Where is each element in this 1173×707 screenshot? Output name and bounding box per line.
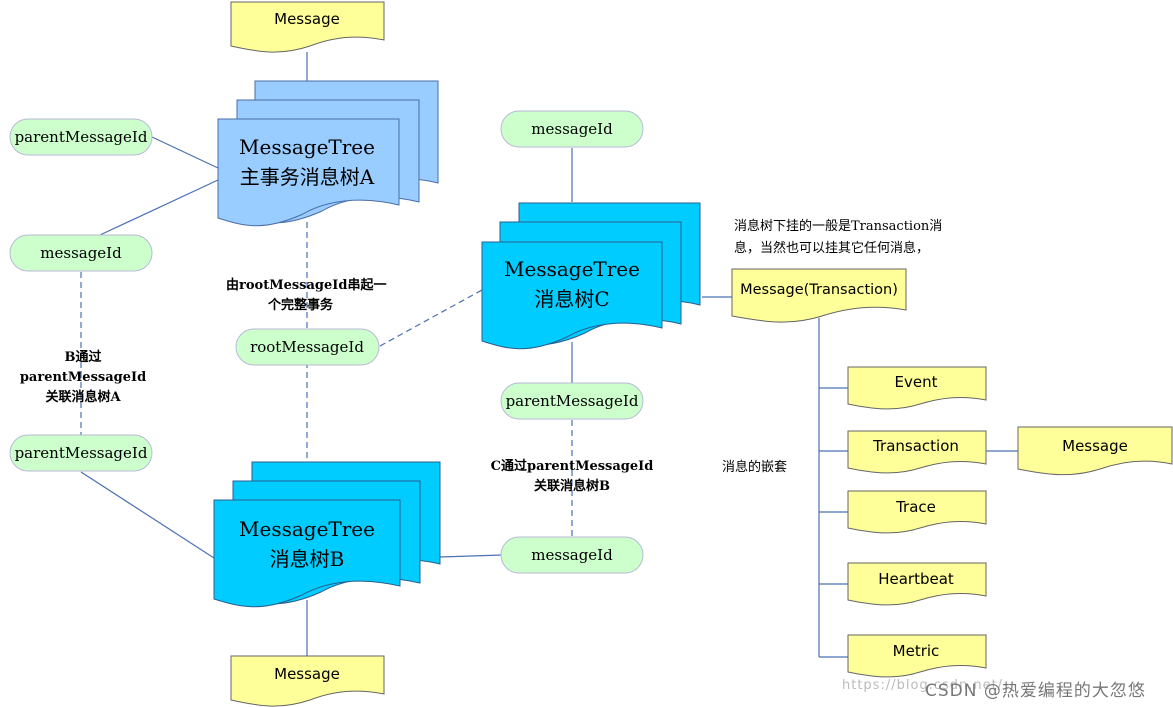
note-b-link-line2: 关联消息树A: [45, 390, 121, 405]
note-root-link: 由rootMessageId串起一 个完整事务: [226, 276, 386, 316]
nested-message-label: Message: [1062, 437, 1128, 455]
tree-a-title: MessageTree: [239, 135, 375, 159]
pill-b-message-id-label: messageId: [531, 546, 613, 564]
doc-event: Event: [847, 366, 987, 410]
note-b-link: B通过parentMessageId 关联消息树A: [2, 348, 164, 408]
note-c-link-line1: C通过parentMessageId: [490, 459, 654, 474]
pill-b-message-id: messageId: [500, 536, 644, 574]
link-parentid-to-tree-b: [80, 471, 215, 559]
pill-a-parent-id-label: parentMessageId: [15, 128, 148, 146]
note-tree-children: 消息树下挂的一般是Transaction消 息，当然也可以挂其它任何消息，: [734, 216, 942, 260]
metric-label: Metric: [893, 642, 940, 660]
pill-root-message-id-shape: [235, 328, 380, 366]
pill-a-message-id-shape: [9, 234, 153, 272]
note-root-link-line2: 个完整事务: [268, 298, 334, 313]
note-tree-children-line1: 消息树下挂的一般是Transaction消: [734, 219, 943, 234]
tree-c-page-front: [481, 241, 663, 350]
tree-b-subtitle: 消息树B: [270, 547, 345, 571]
doc-nested-message: Message: [1017, 426, 1173, 476]
pill-c-message-id-label: messageId: [531, 120, 613, 138]
event-label: Event: [895, 373, 938, 391]
tree-c-subtitle: 消息树C: [534, 287, 609, 311]
doc-bottom-message: Message: [230, 655, 385, 707]
pill-c-message-id-shape: [500, 110, 644, 148]
transaction-shape: [847, 430, 987, 474]
pill-root-message-id: rootMessageId: [235, 328, 380, 366]
pill-a-parent-id: parentMessageId: [9, 118, 153, 156]
pill-b-message-id-shape: [500, 536, 644, 574]
pill-root-message-id-label: rootMessageId: [250, 338, 364, 356]
pill-b-parent-id-label: parentMessageId: [15, 444, 148, 462]
doc-heartbeat: Heartbeat: [847, 562, 987, 606]
event-shape: [847, 366, 987, 410]
root-transaction-shape: [731, 268, 907, 323]
note-nesting: 消息的嵌套: [722, 460, 788, 475]
connectors: [80, 52, 1018, 658]
metric-shape: [847, 634, 987, 678]
note-tree-children-line2: 息，当然也可以挂其它任何消息，: [734, 241, 930, 256]
doc-metric: Metric: [847, 634, 987, 678]
link-messageid-to-tree-a: [99, 179, 219, 236]
nested-message-shape: [1017, 426, 1173, 476]
tree-a-subtitle: 主事务消息树A: [240, 165, 375, 189]
note-root-link-line1: 由rootMessageId串起一: [226, 278, 387, 293]
doc-transaction: Transaction: [847, 430, 987, 474]
doc-top-message: Message: [230, 1, 385, 53]
bottom-message-label: Message: [274, 665, 340, 683]
top-message-label: Message: [274, 10, 340, 28]
pill-b-parent-id: parentMessageId: [9, 434, 153, 472]
note-c-link: C通过parentMessageId 关联消息树B: [488, 457, 656, 497]
tree-b-title: MessageTree: [239, 517, 375, 541]
watermark-text: CSDN @热爱编程的大忽悠: [925, 681, 1146, 701]
doc-trace: Trace: [847, 490, 987, 534]
pill-c-parent-id: parentMessageId: [500, 382, 644, 420]
tree-c-title: MessageTree: [504, 257, 640, 281]
root-transaction-label: Message(Transaction): [740, 282, 898, 298]
trace-shape: [847, 490, 987, 534]
message-tree-b: MessageTree 消息树B: [213, 461, 441, 608]
doc-root-transaction: Message(Transaction): [731, 268, 907, 323]
link-rootid-to-tree-c: [379, 289, 483, 347]
heartbeat-label: Heartbeat: [878, 570, 954, 588]
pill-b-parent-id-shape: [9, 434, 153, 472]
link-parentid-to-tree-a: [151, 136, 219, 169]
trace-label: Trace: [895, 498, 936, 516]
pill-c-parent-id-label: parentMessageId: [506, 392, 639, 410]
pill-a-message-id: messageId: [9, 234, 153, 272]
message-tree-c: MessageTree 消息树C: [481, 202, 701, 350]
pill-a-message-id-label: messageId: [40, 244, 122, 262]
bottom-message-shape: [230, 655, 385, 707]
pill-a-parent-id-shape: [9, 118, 153, 156]
message-tree-a: MessageTree 主事务消息树A: [217, 80, 439, 227]
note-c-link-line2: 关联消息树B: [534, 479, 610, 494]
watermark-url: https://blog.csdn.net/: [842, 678, 1004, 693]
top-message-shape: [230, 1, 385, 53]
tree-b-page-front: [213, 499, 401, 608]
link-tree-b-to-messageid-c: [439, 554, 503, 558]
tree-a-page-front: [217, 118, 400, 227]
pill-c-parent-id-shape: [500, 382, 644, 420]
note-b-link-line1: B通过parentMessageId: [19, 350, 147, 385]
heartbeat-shape: [847, 562, 987, 606]
pill-c-message-id: messageId: [500, 110, 644, 148]
transaction-label: Transaction: [872, 437, 959, 455]
